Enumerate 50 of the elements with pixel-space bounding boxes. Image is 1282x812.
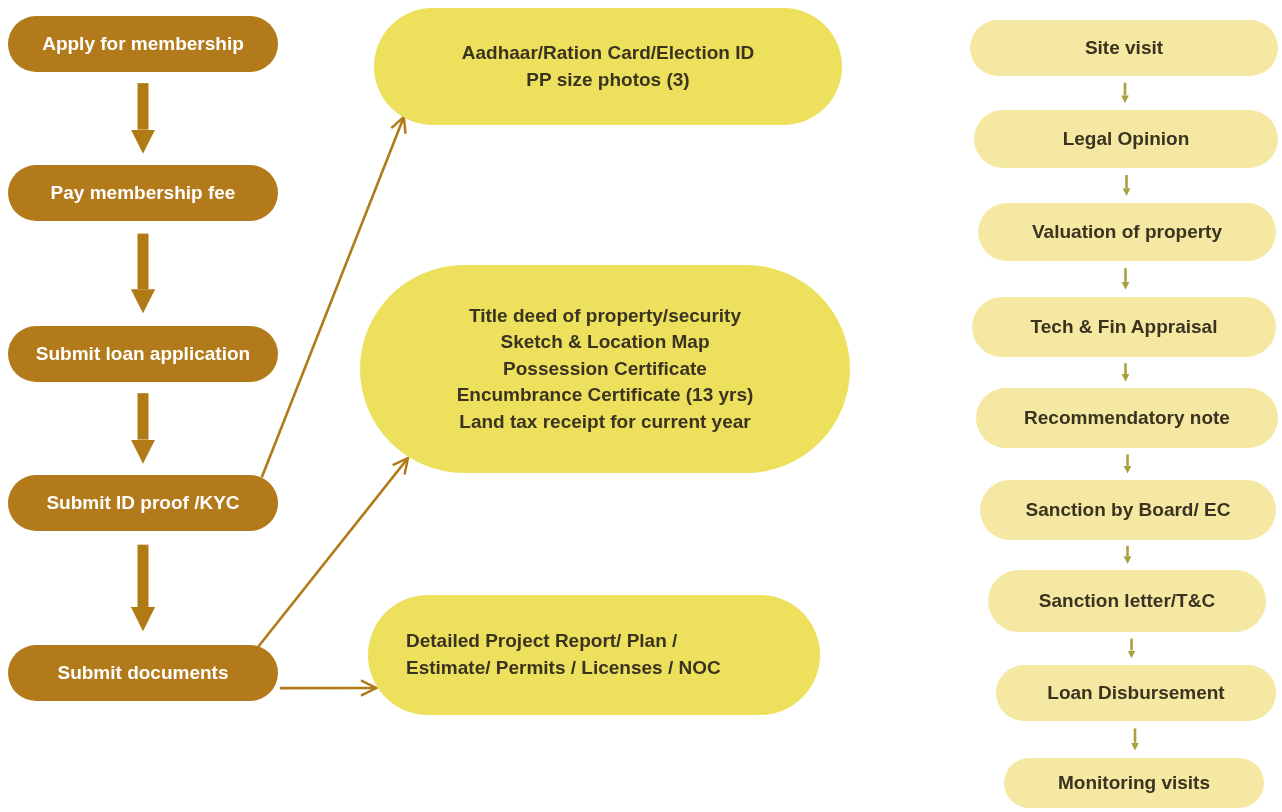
arrow (1121, 363, 1130, 382)
arrow (130, 544, 156, 632)
step-pill (976, 388, 1278, 448)
step-label: Possession Certificate (503, 356, 707, 381)
arrow (1121, 268, 1130, 290)
step-label: Recommendatory note (1024, 405, 1230, 430)
step-pill (996, 665, 1276, 721)
step-label: Submit loan application (35, 341, 251, 366)
step-pill (972, 297, 1276, 357)
step-label: Valuation of property (1032, 219, 1222, 244)
step-label: Tech & Fin Appraisal (1030, 314, 1218, 339)
step-label: Encumbrance Certificate (13 yrs) (456, 383, 754, 408)
arrow (257, 456, 410, 648)
step-label: Pay membership fee (50, 180, 236, 205)
step-label: Aadhaar/Ration Card/Election ID (461, 40, 755, 65)
step-pill (974, 110, 1278, 168)
step-pill (970, 20, 1278, 76)
step-pill (978, 203, 1276, 261)
step-pill (8, 645, 278, 701)
step-pill (1004, 758, 1264, 808)
step-label: Site visit (1084, 35, 1164, 60)
step-label: Legal Opinion (1062, 126, 1190, 151)
arrow (1122, 175, 1131, 196)
arrow (1121, 82, 1129, 104)
step-label: Submit ID proof /KYC (46, 490, 240, 515)
step-pill (8, 326, 278, 382)
step-pill (8, 16, 278, 72)
step-label: Apply for membership (42, 31, 244, 56)
arrow (1131, 728, 1139, 751)
arrow (130, 233, 156, 314)
step-label: Submit documents (57, 660, 229, 685)
arrow (1127, 638, 1136, 659)
step-label: Title deed of property/security (468, 303, 742, 328)
arrow (1123, 454, 1132, 474)
step-label: Sanction letter/T&C (1038, 588, 1216, 613)
arrow (260, 115, 407, 478)
step-label: Land tax receipt for current year (459, 409, 751, 434)
step-label: Sanction by Board/ EC (1025, 497, 1231, 522)
step-pill (8, 475, 278, 531)
step-pill (980, 480, 1276, 540)
step-label: Loan Disbursement (1047, 680, 1225, 705)
arrow (1123, 546, 1132, 564)
arrow (130, 83, 156, 154)
step-label: Detailed Project Report/ Plan / Estimate/ Permits / Licenses / NOC (406, 629, 722, 680)
arrow (279, 679, 378, 697)
arrow (130, 393, 156, 464)
step-label: PP size photos (3) (526, 67, 690, 92)
step-label: Monitoring visits (1058, 770, 1210, 795)
step-pill (8, 165, 278, 221)
step-label: Sketch & Location Map (500, 330, 710, 355)
